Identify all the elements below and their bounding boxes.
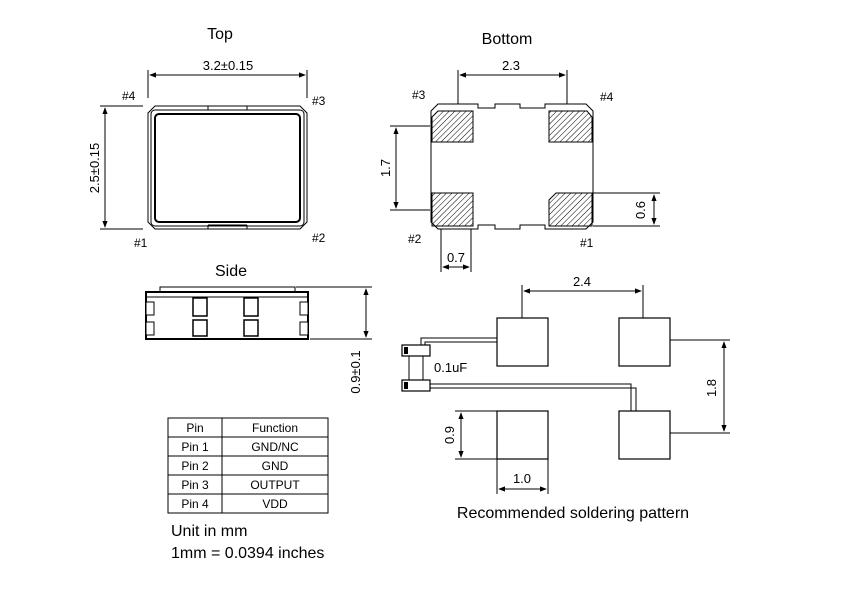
top-lid	[154, 113, 301, 223]
pattern-caption: Recommended soldering pattern	[457, 505, 689, 522]
side-terminal	[145, 301, 155, 316]
capacitor-mark	[404, 347, 408, 354]
bottom-pin2-label: #2	[408, 232, 422, 246]
trace-cap-to-pad	[420, 337, 497, 345]
trace-cap-to-vdd	[430, 387, 637, 411]
top-view-title: Top	[207, 26, 233, 43]
top-pin2-label: #2	[312, 231, 326, 245]
units-note: Unit in mm 1mm = 0.0394 inches	[171, 523, 324, 562]
bottom-pad-1	[548, 192, 593, 227]
pattern-v-label: 1.8	[704, 379, 719, 397]
top-pin1-label: #1	[134, 236, 148, 250]
side-terminal	[192, 297, 208, 317]
bottom-package-outline	[430, 103, 594, 230]
bottom-vert-label: 1.7	[378, 159, 393, 177]
top-view: Top 3.2±0.15 2.5±0.15 #4 #3 #1 #2	[87, 26, 326, 250]
pin-table-cell: VDD	[262, 497, 288, 511]
top-width-label: 3.2±0.15	[203, 58, 254, 73]
bottom-view: Bottom 2.3 1.7 0.6 0.7 #3 #4 #2 #1	[378, 31, 660, 272]
pin-table-cell: Pin 1	[181, 440, 209, 454]
side-body	[145, 291, 309, 340]
bottom-view-title: Bottom	[482, 31, 533, 48]
bottom-pad-3	[431, 110, 474, 143]
side-terminal	[145, 321, 155, 336]
pattern-h-label: 2.4	[573, 274, 591, 289]
bottom-pad-2	[431, 192, 474, 227]
side-terminal	[299, 301, 309, 316]
bottom-pad-width-label: 0.7	[447, 250, 465, 265]
top-lid-outer	[150, 109, 305, 227]
bottom-spacing-label: 2.3	[502, 58, 520, 73]
pin-table-header-function: Function	[252, 421, 298, 435]
pin-table-cell: Pin 4	[181, 497, 209, 511]
capacitor-mark	[404, 382, 408, 389]
bottom-pad-height-label: 0.6	[633, 201, 648, 219]
top-pin3-label: #3	[312, 94, 326, 108]
bottom-pin3-label: #3	[412, 88, 426, 102]
top-pin4-label: #4	[122, 89, 136, 103]
pin-table-cell: OUTPUT	[250, 478, 300, 492]
units-line-2: 1mm = 0.0394 inches	[171, 545, 324, 562]
side-terminal	[243, 319, 259, 337]
bottom-pin4-label: #4	[600, 90, 614, 104]
pattern-pad	[496, 410, 549, 460]
pattern-pad	[618, 410, 671, 460]
side-terminal	[299, 321, 309, 336]
trace-cap-to-vdd	[430, 383, 632, 411]
side-height-label: 0.9±0.1	[348, 350, 363, 393]
pin-table-border	[167, 417, 329, 514]
pin-table: Pin Function Pin 1 GND/NC Pin 2 GND Pin …	[167, 417, 329, 514]
top-height-label: 2.5±0.15	[87, 143, 102, 194]
pin-table-cell: Pin 2	[181, 459, 209, 473]
capacitor-bottom-terminal	[401, 379, 431, 392]
pin-table-cell: Pin 3	[181, 478, 209, 492]
side-view-title: Side	[215, 263, 247, 280]
side-terminal	[192, 319, 208, 337]
bottom-pin1-label: #1	[580, 236, 594, 250]
capacitor-top-terminal	[401, 344, 431, 357]
pin-table-header-pin: Pin	[186, 421, 203, 435]
side-view: Side 0.9±0.1	[145, 263, 372, 394]
bottom-pad-4	[548, 110, 593, 143]
units-line-1: Unit in mm	[171, 523, 247, 540]
pattern-pad-width-label: 1.0	[513, 471, 531, 486]
pattern-pad	[496, 317, 549, 367]
soldering-pattern: 2.4 0.1uF 1.8 0.9 1.0 Recomm	[401, 274, 730, 522]
pin-table-cell: GND	[262, 459, 289, 473]
pattern-pad	[618, 317, 671, 367]
top-package-outline	[147, 105, 308, 230]
trace-cap-to-pad	[424, 341, 497, 345]
pin-table-cell: GND/NC	[251, 440, 299, 454]
side-terminal	[243, 297, 259, 317]
capacitor-label: 0.1uF	[434, 360, 467, 375]
pattern-pad-height-label: 0.9	[442, 426, 457, 444]
